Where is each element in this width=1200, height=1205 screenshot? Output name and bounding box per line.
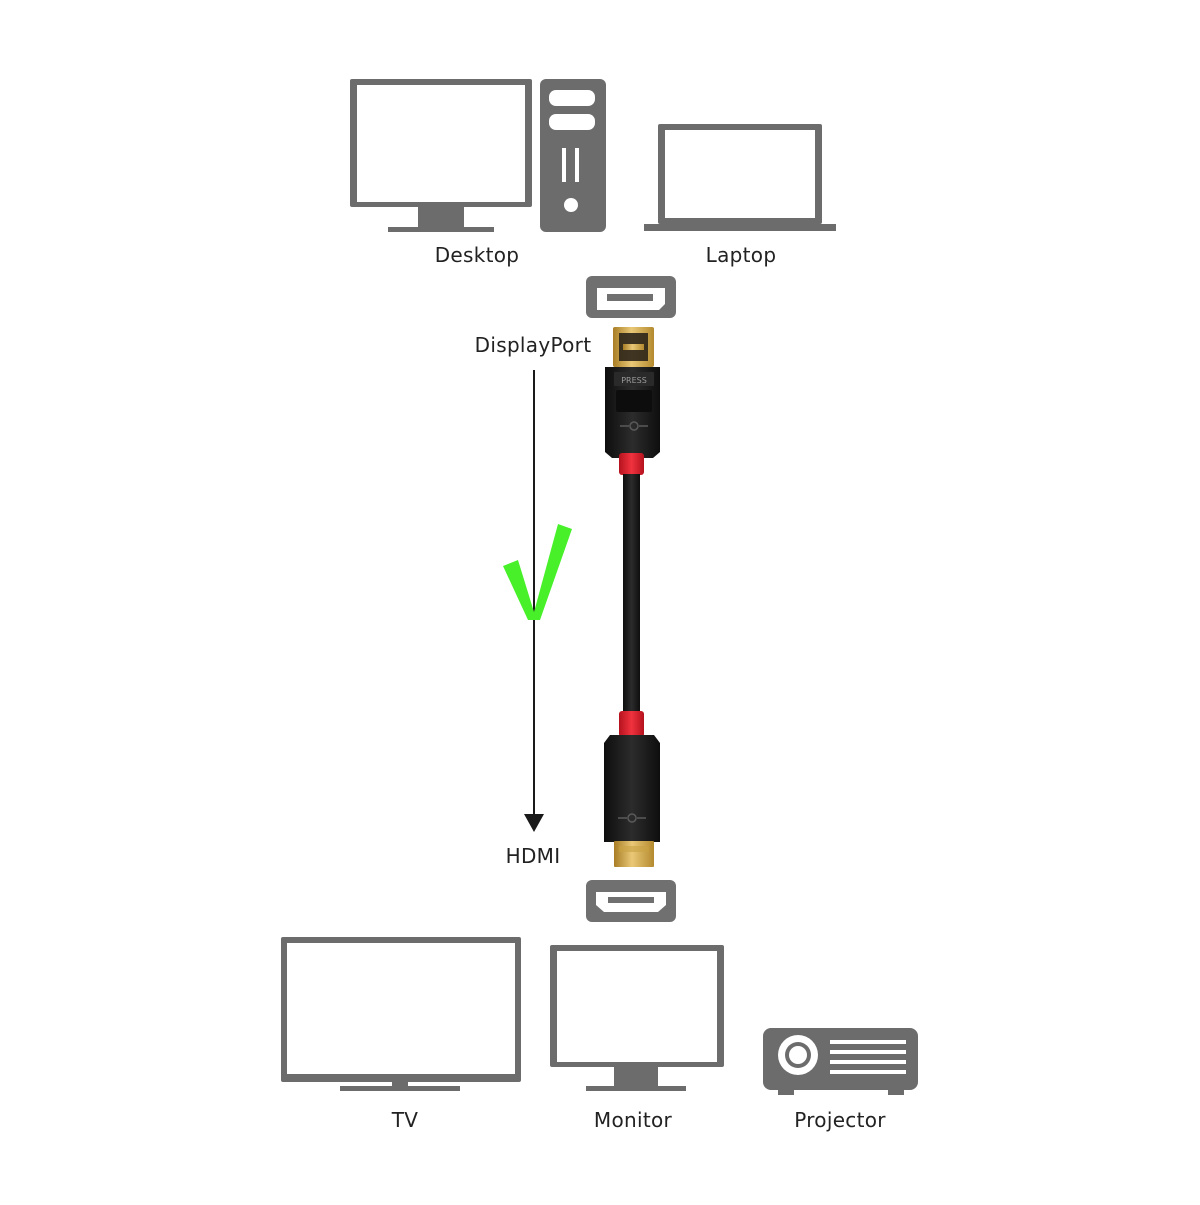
cable-body bbox=[623, 474, 640, 714]
hdmi-port-icon bbox=[586, 880, 676, 922]
laptop-icon bbox=[644, 124, 836, 231]
tv-icon bbox=[281, 937, 521, 1091]
brand-logo-icon bbox=[620, 421, 648, 431]
desktop-tower-icon bbox=[540, 79, 606, 232]
hdmi-label: HDMI bbox=[505, 844, 561, 868]
green-check-icon bbox=[503, 524, 572, 620]
displayport-port-icon bbox=[586, 276, 676, 318]
displayport-plug: PRESS bbox=[605, 327, 660, 475]
hdmi-plug bbox=[604, 711, 660, 867]
desktop-monitor-icon bbox=[350, 79, 532, 232]
laptop-label: Laptop bbox=[705, 243, 777, 267]
projector-label: Projector bbox=[794, 1108, 886, 1132]
monitor-label: Monitor bbox=[593, 1108, 673, 1132]
tv-label: TV bbox=[391, 1108, 419, 1132]
displayport-label: DisplayPort bbox=[474, 333, 592, 357]
monitor-icon bbox=[550, 945, 724, 1091]
brand-logo-icon bbox=[618, 813, 646, 823]
desktop-label: Desktop bbox=[434, 243, 520, 267]
direction-arrow bbox=[524, 370, 544, 832]
press-tab-text: PRESS bbox=[621, 376, 647, 385]
projector-icon bbox=[763, 1028, 918, 1095]
